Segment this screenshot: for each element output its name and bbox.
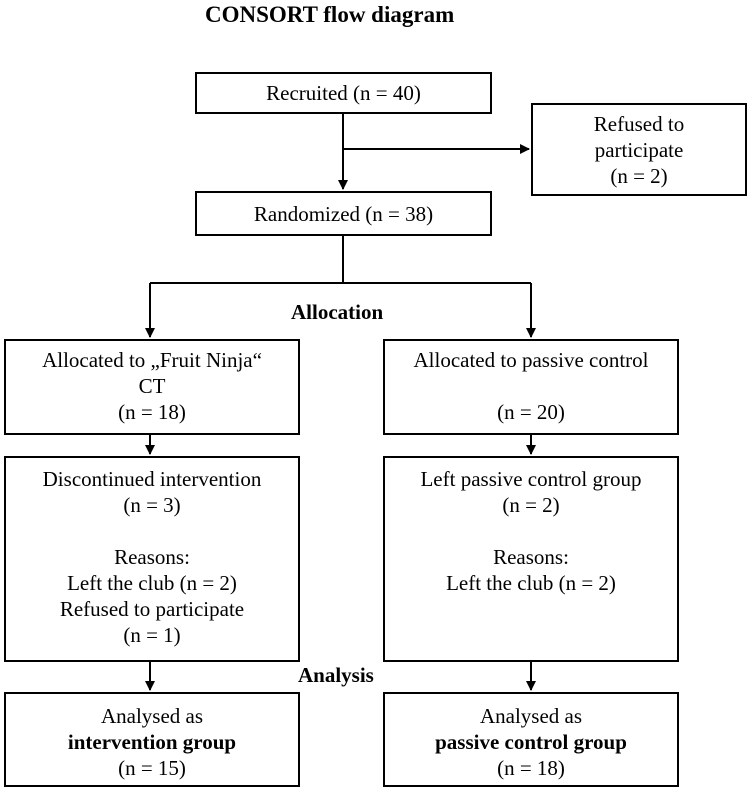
control-analysed-group: passive control group [435, 730, 627, 754]
left-spacer [385, 518, 677, 544]
intervention-allocated-line2: CT [138, 374, 166, 398]
discontinued-reasons-label: Reasons: [114, 545, 190, 569]
recruited-label: Recruited (n = 40) [266, 81, 421, 105]
intervention-analysed-n: (n = 15) [118, 756, 186, 780]
control-allocated-box: Allocated to passive control (n = 20) [383, 339, 679, 435]
randomized-label: Randomized (n = 38) [253, 201, 434, 226]
intervention-analysed-group: intervention group [67, 730, 237, 754]
left-n: (n = 2) [502, 493, 560, 517]
intervention-discontinued-box: Discontinued intervention (n = 3) Reason… [4, 456, 300, 662]
discontinued-reason-1: Left the club (n = 2) [67, 571, 237, 595]
control-allocated-line1: Allocated to passive control [413, 348, 649, 372]
discontinued-n: (n = 3) [123, 493, 181, 517]
control-analysed-line1: Analysed as [479, 704, 583, 728]
discontinued-reason-2: Refused to participate [59, 597, 245, 621]
control-left-box: Left passive control group (n = 2) Reaso… [383, 456, 679, 662]
discontinued-title: Discontinued intervention [42, 467, 262, 491]
refused-line1: Refused to [593, 111, 685, 136]
discontinued-reason-2-n: (n = 1) [123, 623, 181, 647]
refused-line2: participate [594, 137, 684, 162]
control-allocated-spacer [385, 373, 677, 399]
refused-box: Refused to participate (n = 2) [531, 103, 747, 196]
left-reason-1: Left the club (n = 2) [446, 571, 616, 595]
control-analysed-n: (n = 18) [497, 756, 565, 780]
section-allocation: Allocation [291, 300, 384, 324]
intervention-allocated-box: Allocated to „Fruit Ninja“ CT (n = 18) [4, 339, 300, 435]
discontinued-spacer [6, 518, 298, 544]
intervention-allocated-line1: Allocated to „Fruit Ninja“ [42, 348, 262, 372]
diagram-title: CONSORT flow diagram [205, 2, 455, 27]
intervention-analysed-box: Analysed as intervention group (n = 15) [4, 692, 300, 787]
randomized-box: Randomized (n = 38) [195, 191, 492, 236]
control-analysed-box: Analysed as passive control group (n = 1… [383, 692, 679, 787]
intervention-analysed-line1: Analysed as [100, 704, 204, 728]
refused-n: (n = 2) [610, 163, 668, 188]
recruited-box: Recruited (n = 40) [195, 72, 492, 114]
left-reasons-label: Reasons: [493, 545, 569, 569]
control-allocated-n: (n = 20) [497, 400, 565, 424]
left-title: Left passive control group [420, 467, 642, 491]
intervention-allocated-n: (n = 18) [118, 400, 186, 424]
section-analysis: Analysis [298, 663, 374, 687]
